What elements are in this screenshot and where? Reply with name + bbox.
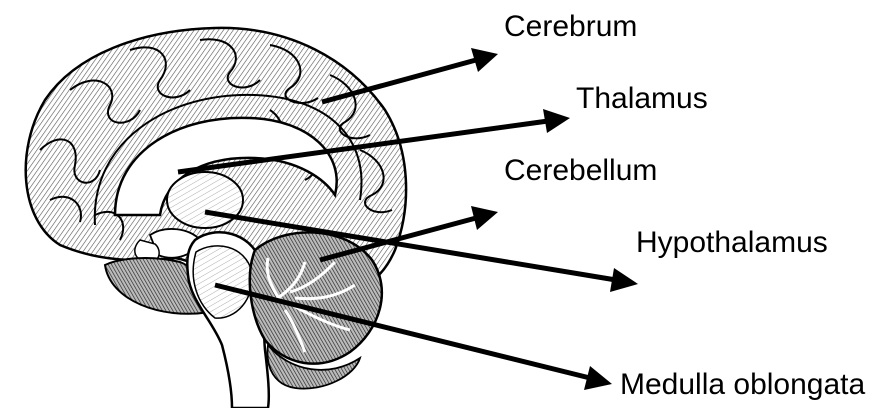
- label-thalamus: Thalamus: [576, 84, 708, 114]
- label-medulla-oblongata: Medulla oblongata: [620, 370, 865, 400]
- label-hypothalamus: Hypothalamus: [636, 228, 828, 258]
- brain-illustration: [26, 28, 406, 408]
- thalamus-shape: [167, 172, 243, 228]
- label-cerebellum: Cerebellum: [504, 156, 657, 186]
- label-cerebrum: Cerebrum: [504, 12, 637, 42]
